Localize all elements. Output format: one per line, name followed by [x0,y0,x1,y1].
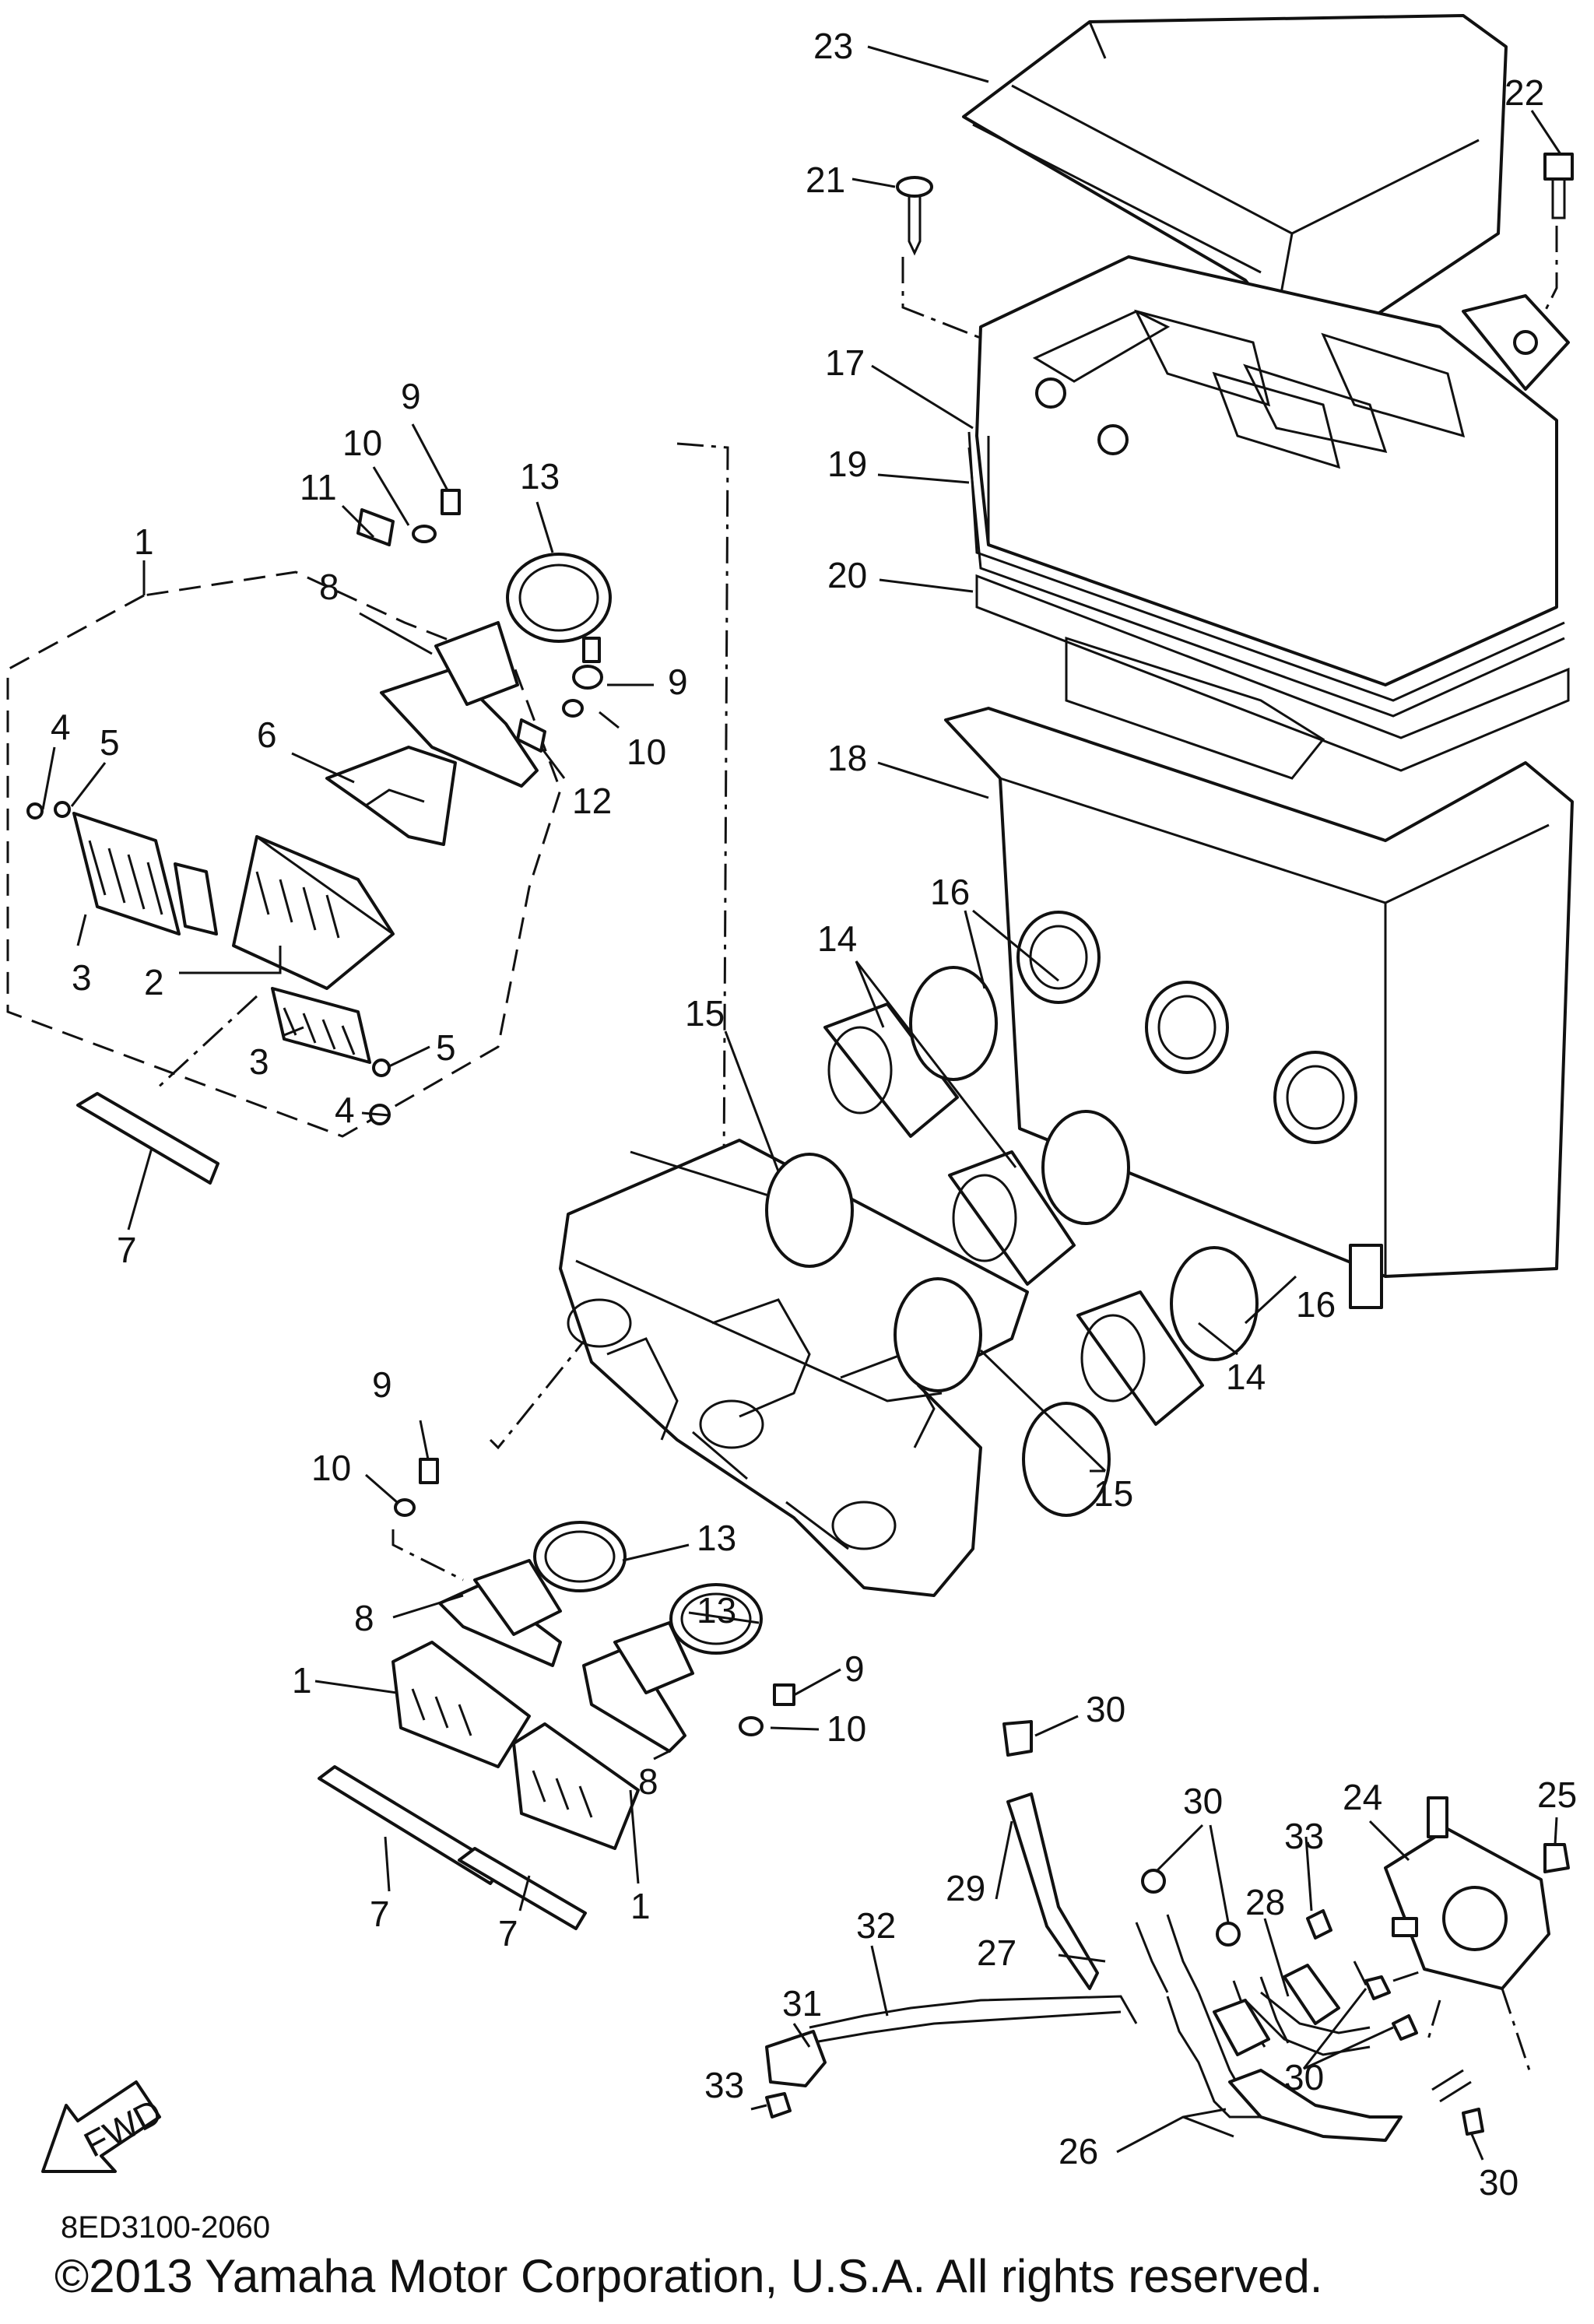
callout-14-b: 14 [1226,1357,1266,1397]
callout-22: 22 [1504,72,1544,113]
leader-lines [41,45,1562,2161]
callout-8-b: 8 [354,1598,374,1638]
reed-valve-block [232,835,395,990]
callout-32: 32 [856,1905,896,1946]
callout-33-a: 33 [1284,1816,1324,1856]
hoses [765,1792,1472,2142]
clamp-13b [533,1521,627,1592]
callout-10-mid: 10 [627,732,666,772]
callout-2: 2 [144,962,164,1002]
fuel-leader-lines [1353,1961,1531,2071]
callout-9-lower: 9 [372,1364,392,1405]
callout-8-upper: 8 [319,567,339,607]
bolt-25 [1543,1843,1570,1873]
copyright-notice: ©2013 Yamaha Motor Corporation, U.S.A. A… [54,2250,1323,2302]
callout-9-mid: 9 [668,662,688,702]
callout-1-b: 1 [292,1660,312,1701]
callout-labels: 23 22 21 17 19 20 18 9 10 11 13 8 9 10 1… [51,26,1577,2203]
callout-14-a: 14 [817,918,857,959]
bolts-9-10-upper [356,489,603,753]
screw-21 [896,176,983,340]
callout-11: 11 [300,467,337,507]
callout-13-upper: 13 [520,456,560,497]
callout-24: 24 [1343,1777,1382,1817]
filter-28 [1213,1964,1340,2056]
clamps-15-16 [765,966,1259,1517]
diagram-code: 8ED3100-2060 [61,2210,271,2245]
callout-10-upper: 10 [342,423,382,463]
fwd-arrow-icon: FWD [41,2080,168,2173]
air-box-ducts [1016,911,1357,1144]
callout-9-upper: 9 [401,376,421,416]
reed-block-1b [391,1641,531,1768]
bolts-9-10-lower [394,1458,795,1736]
leader-reed [154,995,258,1091]
callout-31: 31 [782,1983,822,2024]
clamp-13a [506,553,612,663]
callout-26: 26 [1059,2131,1098,2171]
callout-9-c: 9 [844,1648,865,1689]
reed-stopper-3b [271,987,371,1064]
hose-clips-30-33 [765,1720,1484,2136]
callout-17: 17 [825,342,865,383]
bolt-22 [1462,153,1574,391]
callout-7-b: 7 [370,1894,390,1934]
reed-valve-2 [174,862,218,936]
air-box-seal-19 [967,431,1565,718]
callout-15-a: 15 [685,993,725,1034]
callout-20: 20 [827,555,867,595]
callout-13-b: 13 [697,1518,736,1558]
callout-18: 18 [827,738,867,778]
callout-6: 6 [257,714,277,755]
air-box-gasket-20 [975,574,1570,772]
callout-5-b: 5 [436,1027,456,1068]
callout-30-c: 30 [1284,2057,1324,2098]
joint-8a [380,621,539,788]
air-box-upper-case-17 [975,255,1558,686]
callout-30-d: 30 [1479,2162,1519,2203]
callout-25: 25 [1537,1775,1577,1815]
callout-8-c: 8 [638,1761,658,1802]
reed-petal-6 [325,746,457,846]
callout-30-a: 30 [1086,1689,1125,1729]
callout-23: 23 [813,26,853,66]
callout-10-c: 10 [827,1708,866,1749]
carburetor-assembly [559,1139,1029,1597]
callout-21: 21 [806,160,845,200]
joint-8b [438,1559,562,1667]
reed-stopper-3a [72,812,181,936]
gaskets-7 [318,1765,587,1930]
callout-29: 29 [946,1868,985,1908]
callout-13-c: 13 [697,1590,736,1631]
group-box-1 [6,570,562,1138]
clamp-13c [669,1583,763,1655]
fuel-pump-24 [1384,1796,1550,1990]
callout-4-a: 4 [51,707,71,747]
callout-7-a: 7 [117,1230,137,1270]
callout-1-c: 1 [630,1886,651,1926]
callout-5-a: 5 [100,722,120,763]
callout-28: 28 [1245,1882,1285,1922]
callout-4-b: 4 [335,1090,355,1130]
callout-7-c: 7 [498,1913,518,1954]
callout-16-b: 16 [1296,1284,1336,1325]
callout-3-b: 3 [249,1041,269,1082]
callout-10-lower: 10 [311,1448,351,1488]
callout-15-b: 15 [1094,1473,1133,1514]
callout-27: 27 [977,1933,1016,1973]
callout-16-a: 16 [930,872,970,912]
callout-12: 12 [572,781,612,821]
callout-19: 19 [827,444,867,484]
leader-lower [391,1529,464,1582]
callout-33-b: 33 [704,2065,744,2105]
callout-3-a: 3 [72,957,92,998]
joints-14 [823,1002,1204,1426]
callout-30-b: 30 [1183,1781,1223,1821]
joint-8c [582,1621,694,1753]
callout-1-group: 1 [134,521,154,562]
gasket-7a [76,1092,219,1185]
reed-block-1c [512,1722,640,1850]
